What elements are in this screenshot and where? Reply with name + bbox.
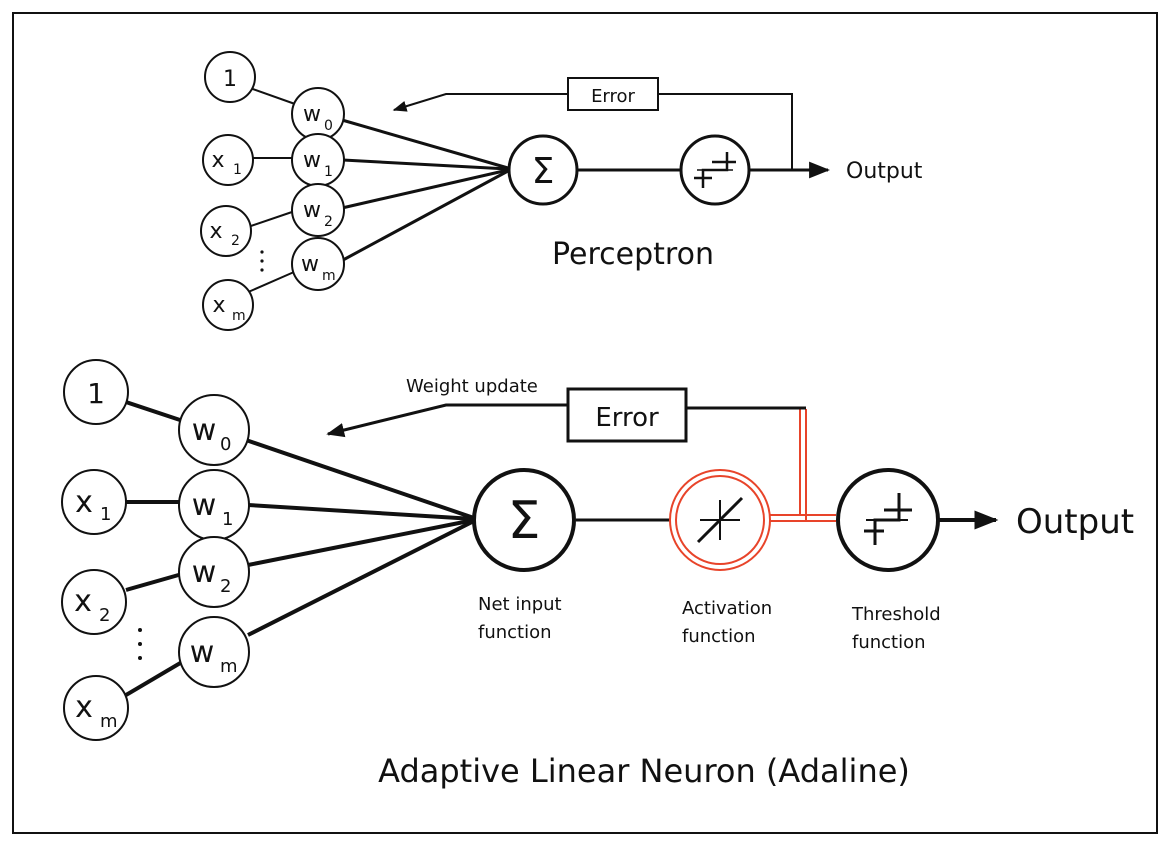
- input-node-x1: [202, 134, 254, 186]
- net-input-label-line2: function: [478, 622, 552, 643]
- bias-input-node: [63, 359, 129, 425]
- error-label: Error: [595, 403, 659, 433]
- bias-input-label: 1: [87, 377, 105, 410]
- bias-input-label: 1: [223, 67, 237, 92]
- edge-bias-w0: [125, 400, 181, 422]
- weight-w2-subscript: 2: [324, 214, 333, 230]
- input-node-xm: [202, 279, 254, 331]
- input-xm-label: x: [75, 690, 93, 725]
- input-x1-label: x: [211, 148, 224, 173]
- weight-node-wm: [178, 616, 250, 688]
- input-x2-subscript: 2: [99, 605, 110, 626]
- activation-label-line1: Activation: [682, 598, 772, 619]
- weight-node-w2: [178, 536, 250, 608]
- weight-wm-subscript: m: [322, 268, 336, 284]
- weight-w0-subscript: 0: [324, 118, 333, 134]
- perceptron-title: Perceptron: [552, 237, 714, 272]
- weight-w1-subscript: 1: [324, 164, 333, 180]
- weight-w0-label: w: [192, 413, 217, 448]
- net-input-sum-node: [472, 468, 576, 572]
- edge-w0-sum: [341, 118, 509, 170]
- input-node-xm: [63, 675, 129, 741]
- output-label: Output: [846, 159, 923, 184]
- weight-w0-label: w: [303, 102, 321, 127]
- weight-node-w2: [291, 183, 345, 237]
- weight-node-wm: [291, 237, 345, 291]
- input-x1-subscript: 1: [233, 162, 242, 178]
- edge-w2-sum: [247, 518, 475, 567]
- edge-w2-sum: [341, 168, 509, 210]
- input-x1-subscript: 1: [100, 504, 111, 525]
- bias-input-node: [204, 51, 256, 103]
- weight-w1-label: w: [192, 488, 217, 523]
- net-input-label-line1: Net input: [478, 594, 562, 615]
- error-return-arrow: [392, 93, 568, 112]
- input-node-x1: [61, 469, 127, 535]
- input-node-x2: [200, 205, 252, 257]
- edge-w1-sum: [342, 158, 509, 171]
- linear-function-icon: [696, 496, 744, 544]
- weight-w1-label: w: [303, 148, 321, 173]
- weight-update-label: Weight update: [406, 376, 538, 397]
- input-xm-subscript: m: [232, 308, 246, 324]
- edge-xm-wm: [124, 660, 184, 697]
- threshold-label-line1: Threshold: [851, 604, 941, 625]
- adaline-title: Adaptive Linear Neuron (Adaline): [378, 752, 910, 790]
- sigma-icon: Σ: [532, 151, 555, 192]
- weight-w2-label: w: [192, 555, 217, 590]
- ellipsis-dots: [260, 250, 264, 272]
- input-x2-label: x: [209, 219, 222, 244]
- adaline-section: 1 x 1 x 2 x m w 0 w 1 w 2 w m Σ Error We…: [61, 359, 1134, 790]
- weight-wm-label: w: [190, 635, 215, 670]
- edge-w1-sum: [247, 503, 475, 521]
- output-label: Output: [1016, 502, 1134, 542]
- activation-node-inner-ring: [675, 475, 765, 565]
- weight-w2-label: w: [303, 198, 321, 223]
- step-function-icon: [864, 493, 912, 545]
- threshold-label-line2: function: [852, 632, 926, 653]
- net-input-sum-node: [507, 134, 579, 206]
- weight-node-w0: [178, 394, 250, 466]
- edge-w0-sum: [245, 438, 475, 520]
- weight-w0-subscript: 0: [220, 434, 231, 455]
- ellipsis-dots: [138, 628, 142, 660]
- weight-wm-label: w: [301, 252, 319, 277]
- edge-wm-sum: [342, 169, 509, 262]
- input-xm-subscript: m: [100, 711, 118, 732]
- edge-xm-wm: [245, 271, 295, 294]
- weight-update-arrow: [326, 403, 568, 438]
- input-x2-subscript: 2: [231, 233, 240, 249]
- input-x2-label: x: [74, 584, 92, 619]
- edge-bias-w0: [249, 87, 296, 105]
- input-xm-label: x: [212, 293, 225, 318]
- edge-x2-w2: [247, 211, 293, 228]
- step-function-icon: [694, 152, 736, 188]
- perceptron-section: 1 x 1 x 2 x m w 0 w 1 w 2 w m Σ Error Ou…: [200, 51, 923, 331]
- edge-x2-w2: [125, 572, 183, 592]
- edge-wm-sum: [247, 519, 475, 637]
- weight-wm-subscript: m: [220, 656, 238, 677]
- error-feedback-line: [658, 93, 793, 170]
- input-x1-label: x: [75, 485, 93, 520]
- activation-label-line2: function: [682, 626, 756, 647]
- input-node-x2: [61, 569, 127, 635]
- error-box: [566, 387, 688, 443]
- sigma-icon: Σ: [508, 491, 541, 551]
- weight-w2-subscript: 2: [220, 576, 231, 597]
- weight-w1-subscript: 1: [222, 509, 233, 530]
- error-label: Error: [591, 86, 635, 107]
